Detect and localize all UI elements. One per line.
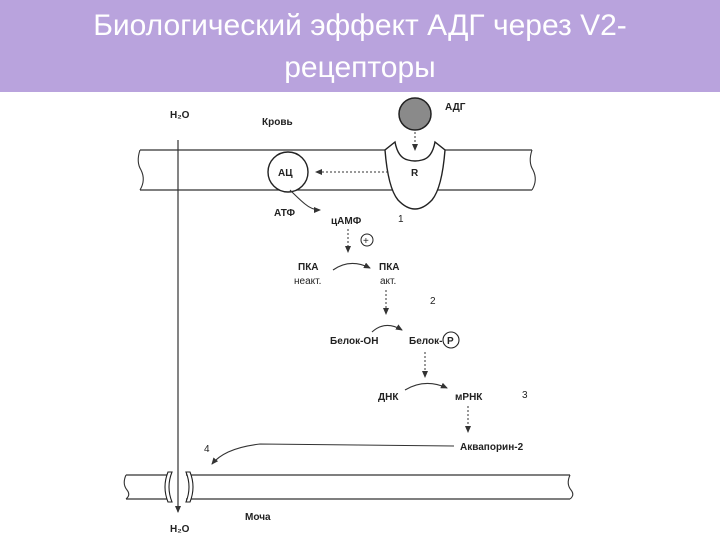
phosphorylation-arrow — [371, 324, 403, 333]
step-3-label: 3 — [522, 390, 528, 401]
transcription-arrow — [404, 382, 448, 391]
plus-sign: + — [363, 236, 369, 247]
phosphate-circle — [442, 331, 460, 349]
protein-oh-label: Белок-ОН — [330, 336, 378, 347]
slide-title-line-2: рецепторы — [284, 51, 436, 84]
protein-p-label: Белок- — [409, 336, 442, 347]
ac-label: АЦ — [278, 168, 293, 179]
adh-label: АДГ — [445, 102, 466, 113]
h2o-bottom-label: H₂O — [170, 524, 190, 535]
plus-sign-circle — [360, 233, 374, 247]
pka-inactive-sublabel: неакт. — [294, 276, 321, 287]
dna-label: ДНК — [378, 392, 399, 403]
water-channel-right — [185, 471, 194, 503]
atp-to-camp-arrow — [289, 189, 321, 213]
top-membrane-right-edge — [529, 149, 536, 191]
adh-molecule — [398, 97, 432, 131]
pka-active-label: ПКА — [379, 262, 400, 273]
blood-label: Кровь — [262, 117, 293, 128]
aquaporin-insertion-arrow — [211, 443, 455, 465]
pka-inactive-label: ПКА — [298, 262, 319, 273]
urine-label: Моча — [245, 512, 271, 523]
atp-label: АТФ — [274, 208, 295, 219]
step-4-label: 4 — [204, 444, 210, 455]
bottom-membrane-left-edge — [123, 474, 130, 500]
bottom-membrane-right-edge — [567, 474, 574, 500]
adenylate-cyclase — [267, 151, 309, 193]
slide-title-line-1: Биологический эффект АДГ через V2- — [93, 9, 627, 42]
camp-label: цАМФ — [331, 216, 362, 227]
slide-title: Биологический эффект АДГ через V2- рецеп… — [0, 0, 720, 92]
adh-v2-diagram: H₂O H₂O Кровь АДГ R АЦ АТФ цАМФ 1 + ПКА … — [123, 97, 574, 535]
pka-activation-arrow — [332, 262, 371, 271]
top-membrane-left-edge — [137, 149, 144, 191]
pka-active-sublabel: акт. — [380, 276, 396, 287]
step-2-label: 2 — [430, 296, 436, 307]
step-1-label: 1 — [398, 214, 404, 225]
receptor-label: R — [411, 168, 419, 179]
aquaporin-label: Аквапорин-2 — [460, 442, 524, 453]
h2o-top-label: H₂O — [170, 110, 190, 121]
mrna-label: мРНК — [455, 392, 483, 403]
water-channel-left — [164, 471, 173, 503]
v2-receptor — [384, 140, 446, 210]
phosphate-symbol: P — [447, 336, 454, 347]
